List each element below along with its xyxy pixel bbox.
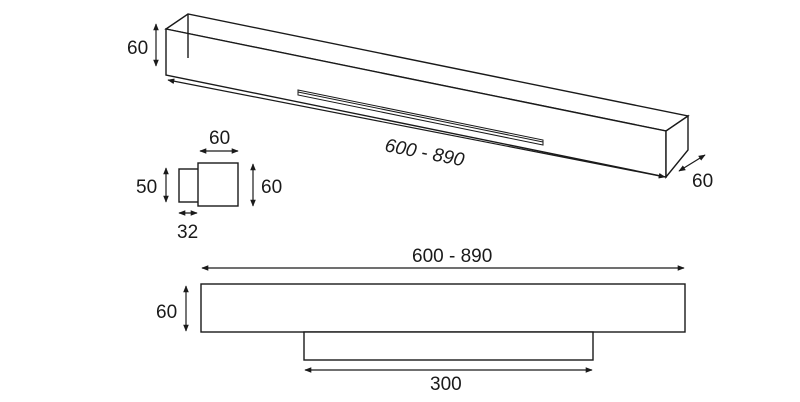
front-length-label: 600 - 890 [412,246,492,267]
iso-depth-dimension [678,154,706,172]
end-view-mount-block [178,168,201,203]
end-view-profile [197,162,239,207]
iso-height-label: 60 [127,38,148,59]
iso-depth-label: 60 [692,171,713,192]
end-width-label: 60 [209,128,230,149]
front-view-plate [303,331,594,361]
end-left-height-label: 50 [136,177,157,198]
end-right-height-label: 60 [261,177,282,198]
end-bottom-label: 32 [177,222,198,243]
front-view: 600 - 890 60 300 [156,246,686,395]
front-height-label: 60 [156,302,177,323]
front-plate-label: 300 [430,374,462,395]
iso-length-dimension [167,78,666,179]
front-view-profile [200,283,686,333]
end-view: 60 50 60 32 [136,128,282,243]
iso-end-face [665,114,689,179]
iso-length-label: 600 - 890 [383,135,466,171]
